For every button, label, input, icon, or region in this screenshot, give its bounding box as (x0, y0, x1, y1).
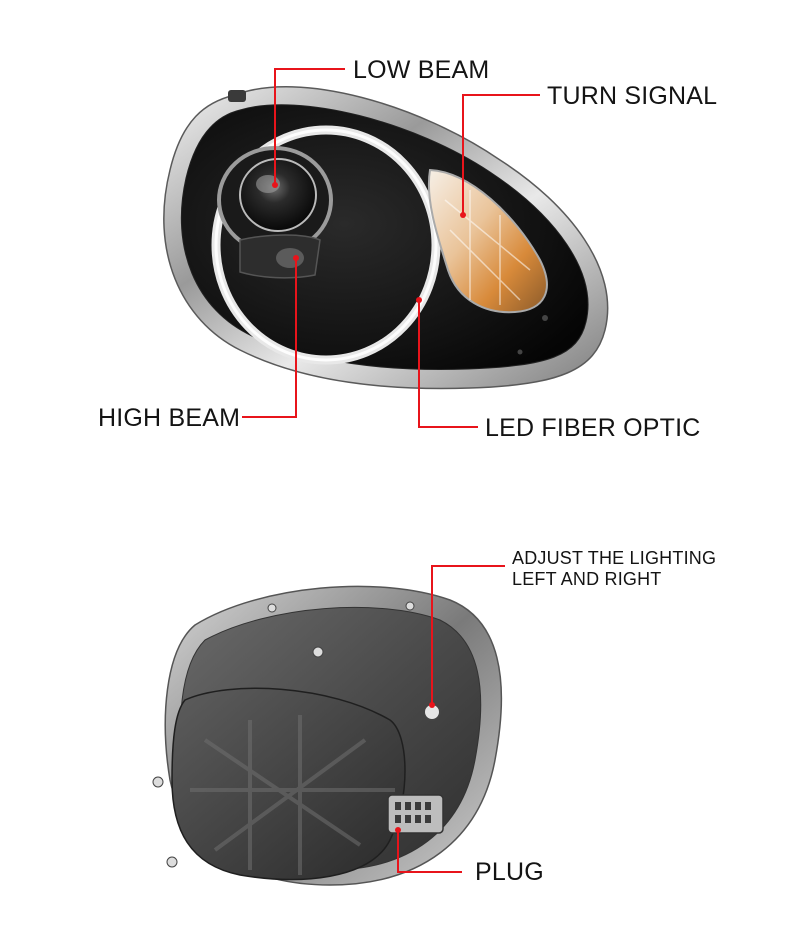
turn-signal-label: TURN SIGNAL (547, 82, 718, 110)
adjust-lighting-label-line2: LEFT AND RIGHT (512, 569, 662, 589)
low-beam-label: LOW BEAM (353, 56, 490, 84)
projector-lens (239, 158, 317, 232)
led-fiber-optic-callout-line (418, 300, 478, 428)
high-beam-callout-line (242, 258, 297, 418)
turn-signal-lens (427, 168, 548, 314)
mounting-tab (228, 90, 246, 102)
plug-callout-line (397, 830, 462, 873)
led-fiber-optic-label: LED FIBER OPTIC (485, 414, 701, 442)
plug-label: PLUG (475, 858, 544, 886)
adjust-lighting-label-line1: ADJUST THE LIGHTING (512, 548, 717, 568)
high-beam-label: HIGH BEAM (98, 404, 241, 432)
rear-dust-cap (171, 687, 406, 881)
adjust-callout-line (431, 565, 505, 705)
turn-signal-callout-line (462, 94, 540, 215)
low-beam-callout-line (274, 68, 345, 185)
headlight-front-image (163, 86, 609, 390)
